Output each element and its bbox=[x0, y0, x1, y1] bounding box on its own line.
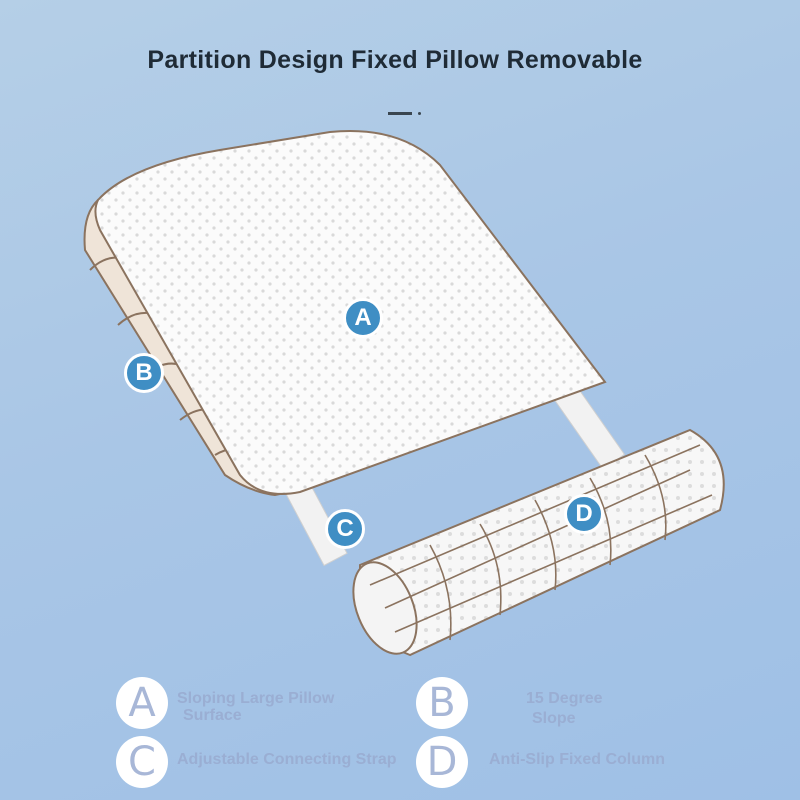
marker-a: A bbox=[343, 298, 383, 338]
legend-text-c: Adjustable Connecting Strap bbox=[177, 751, 397, 768]
legend-letter-c: C bbox=[116, 736, 168, 788]
marker-b: B bbox=[124, 353, 164, 393]
marker-d: D bbox=[564, 494, 604, 534]
legend-letter-b: B bbox=[416, 677, 468, 729]
fixed-column-cylinder bbox=[352, 428, 725, 657]
marker-c: C bbox=[325, 509, 365, 549]
legend-letter-a: A bbox=[116, 677, 168, 729]
page-title: Partition Design Fixed Pillow Removable bbox=[147, 46, 643, 74]
title-underline bbox=[388, 112, 412, 115]
legend-text-b-line1: 15 Degree bbox=[526, 690, 603, 707]
legend-text-a-line2: Surface bbox=[183, 707, 242, 724]
legend-text-a-line1: Sloping Large Pillow bbox=[177, 690, 335, 707]
legend-text-d: Anti-Slip Fixed Column bbox=[489, 751, 665, 768]
title-underline-dot bbox=[418, 112, 421, 115]
legend-letter-d: D bbox=[416, 736, 468, 788]
legend-text-b-line2: Slope bbox=[532, 710, 576, 727]
